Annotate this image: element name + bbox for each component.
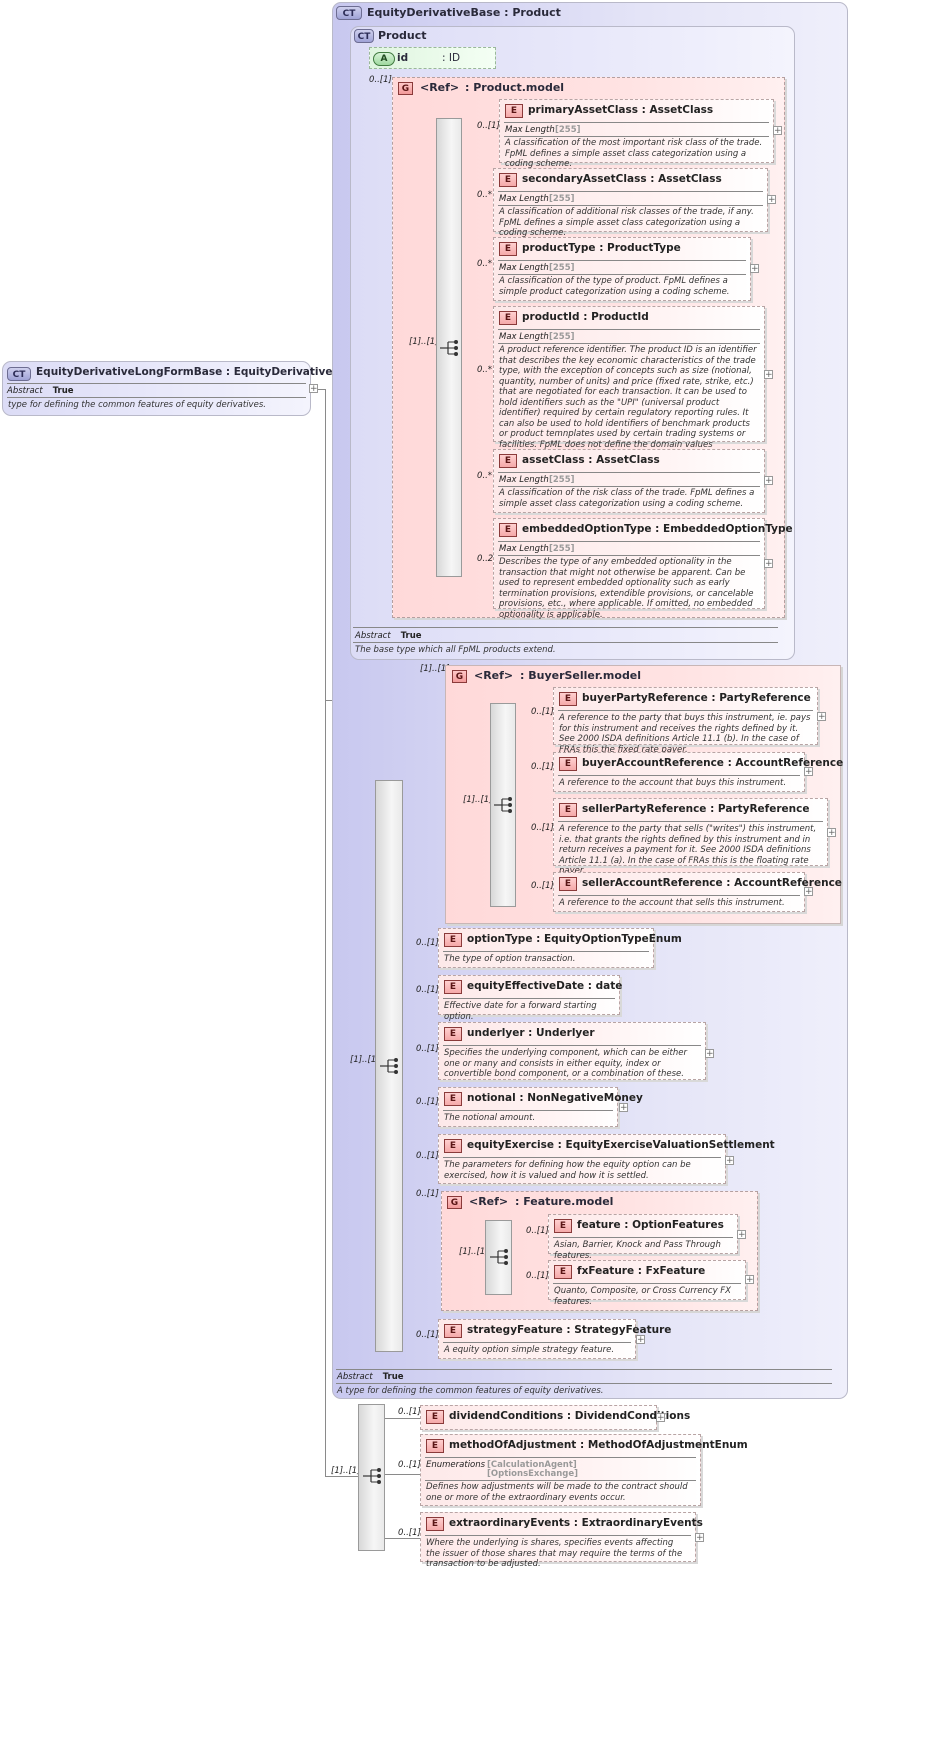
element-asset-class[interactable]: E assetClass : AssetClass Max Length [25… — [493, 449, 765, 513]
feature-model-card: 0..[1] — [416, 1189, 439, 1199]
buyer-seller-seq-card: [1]..[1] — [463, 795, 493, 805]
equity-derivative-base-title: EquityDerivativeBase : Product — [367, 6, 561, 19]
element-embedded-option-type[interactable]: E embeddedOptionType : EmbeddedOptionTyp… — [493, 518, 793, 620]
attribute-type: : ID — [442, 52, 461, 64]
element-buyer-party-reference[interactable]: E buyerPartyReference : PartyReference A… — [553, 687, 818, 755]
product-model-card: 0..[1] — [369, 75, 392, 85]
group-badge: G — [447, 1196, 462, 1209]
element-underlyer[interactable]: E underlyer : Underlyer Specifies the un… — [438, 1022, 706, 1080]
element-product-id[interactable]: E productId : ProductId Max Length [255]… — [493, 306, 765, 471]
product-title: Product — [378, 29, 427, 42]
expand-icon[interactable]: + — [656, 1413, 665, 1423]
expand-icon[interactable]: + — [773, 126, 782, 136]
element-secondary-asset-class[interactable]: E secondaryAssetClass : AssetClass Max L… — [493, 168, 768, 238]
element-primary-asset-class[interactable]: E primaryAssetClass : AssetClass Max Len… — [499, 99, 774, 169]
expand-icon[interactable]: + — [309, 384, 318, 394]
expand-icon[interactable]: + — [619, 1103, 628, 1113]
root-type-box[interactable]: CT EquityDerivativeLongFormBase : Equity… — [2, 361, 361, 416]
element-method-of-adjustment[interactable]: E methodOfAdjustment : MethodOfAdjustmen… — [420, 1434, 748, 1506]
expand-icon[interactable]: + — [764, 476, 773, 486]
long-form-seq-card: [1]..[1] — [331, 1466, 361, 1476]
expand-icon[interactable]: + — [804, 767, 813, 777]
expand-icon[interactable]: + — [764, 559, 773, 569]
feature-seq-card: [1]..[1] — [459, 1247, 489, 1257]
element-seller-account-reference[interactable]: E sellerAccountReference : AccountRefere… — [553, 872, 842, 912]
sequence-icon — [440, 340, 458, 356]
feature-model-name: : Feature.model — [515, 1195, 614, 1208]
expand-icon[interactable]: + — [695, 1533, 704, 1543]
sequence-icon — [490, 1249, 508, 1265]
expand-icon[interactable]: + — [725, 1156, 734, 1166]
element-equity-exercise[interactable]: E equityExercise : EquityExerciseValuati… — [438, 1134, 775, 1184]
sequence-icon — [380, 1058, 398, 1074]
root-type-title: EquityDerivativeLongFormBase : EquityDer… — [36, 366, 361, 378]
expand-icon[interactable]: + — [737, 1230, 746, 1240]
element-option-type[interactable]: E optionType : EquityOptionTypeEnum The … — [438, 928, 682, 968]
complex-type-badge: CT — [354, 29, 374, 43]
equity-seq-card: [1]..[1] — [350, 1055, 380, 1065]
element-product-type[interactable]: E productType : ProductType Max Length [… — [493, 237, 751, 301]
buyer-seller-model-name: : BuyerSeller.model — [520, 669, 642, 682]
element-fx-feature[interactable]: E fxFeature : FxFeature Quanto, Composit… — [548, 1260, 746, 1307]
expand-icon[interactable]: + — [827, 828, 836, 838]
element-seller-party-reference[interactable]: E sellerPartyReference : PartyReference … — [553, 798, 828, 876]
product-seq-card: [1]..[1] — [409, 337, 439, 347]
element-notional[interactable]: E notional : NonNegativeMoney The notion… — [438, 1087, 643, 1127]
sequence-icon — [363, 1468, 381, 1484]
expand-icon[interactable]: + — [804, 887, 813, 897]
element-strategy-feature[interactable]: E strategyFeature : StrategyFeature A eq… — [438, 1319, 671, 1359]
group-badge: G — [452, 670, 467, 683]
sequence-icon — [494, 797, 512, 813]
expand-icon[interactable]: + — [745, 1275, 754, 1285]
expand-icon[interactable]: + — [764, 370, 773, 380]
attribute-name: id — [397, 52, 409, 64]
expand-icon[interactable]: + — [817, 712, 826, 722]
expand-icon[interactable]: + — [705, 1049, 714, 1059]
attribute-badge: A — [373, 52, 395, 66]
element-extraordinary-events[interactable]: E extraordinaryEvents : ExtraordinaryEve… — [420, 1512, 703, 1569]
complex-type-badge: CT — [7, 367, 31, 381]
element-equity-effective-date[interactable]: E equityEffectiveDate : date Effective d… — [438, 975, 622, 1022]
expand-icon[interactable]: + — [750, 264, 759, 274]
edb-doc: A type for defining the common features … — [337, 1386, 604, 1396]
root-type-doc: type for defining the common features of… — [8, 400, 266, 410]
element-buyer-account-reference[interactable]: E buyerAccountReference : AccountReferen… — [553, 752, 843, 792]
element-feature[interactable]: E feature : OptionFeatures Asian, Barrie… — [548, 1214, 738, 1261]
complex-type-badge: CT — [336, 6, 362, 20]
buyer-seller-card: [1]..[1] — [420, 664, 450, 674]
product-model-name: : Product.model — [465, 81, 565, 94]
attribute-id[interactable]: A id : ID — [369, 47, 496, 69]
expand-icon[interactable]: + — [636, 1335, 645, 1345]
expand-icon[interactable]: + — [767, 195, 776, 205]
group-badge: G — [398, 82, 413, 95]
product-doc: The base type which all FpML products ex… — [355, 645, 556, 655]
element-dividend-conditions[interactable]: E dividendConditions : DividendCondition… — [420, 1405, 690, 1430]
